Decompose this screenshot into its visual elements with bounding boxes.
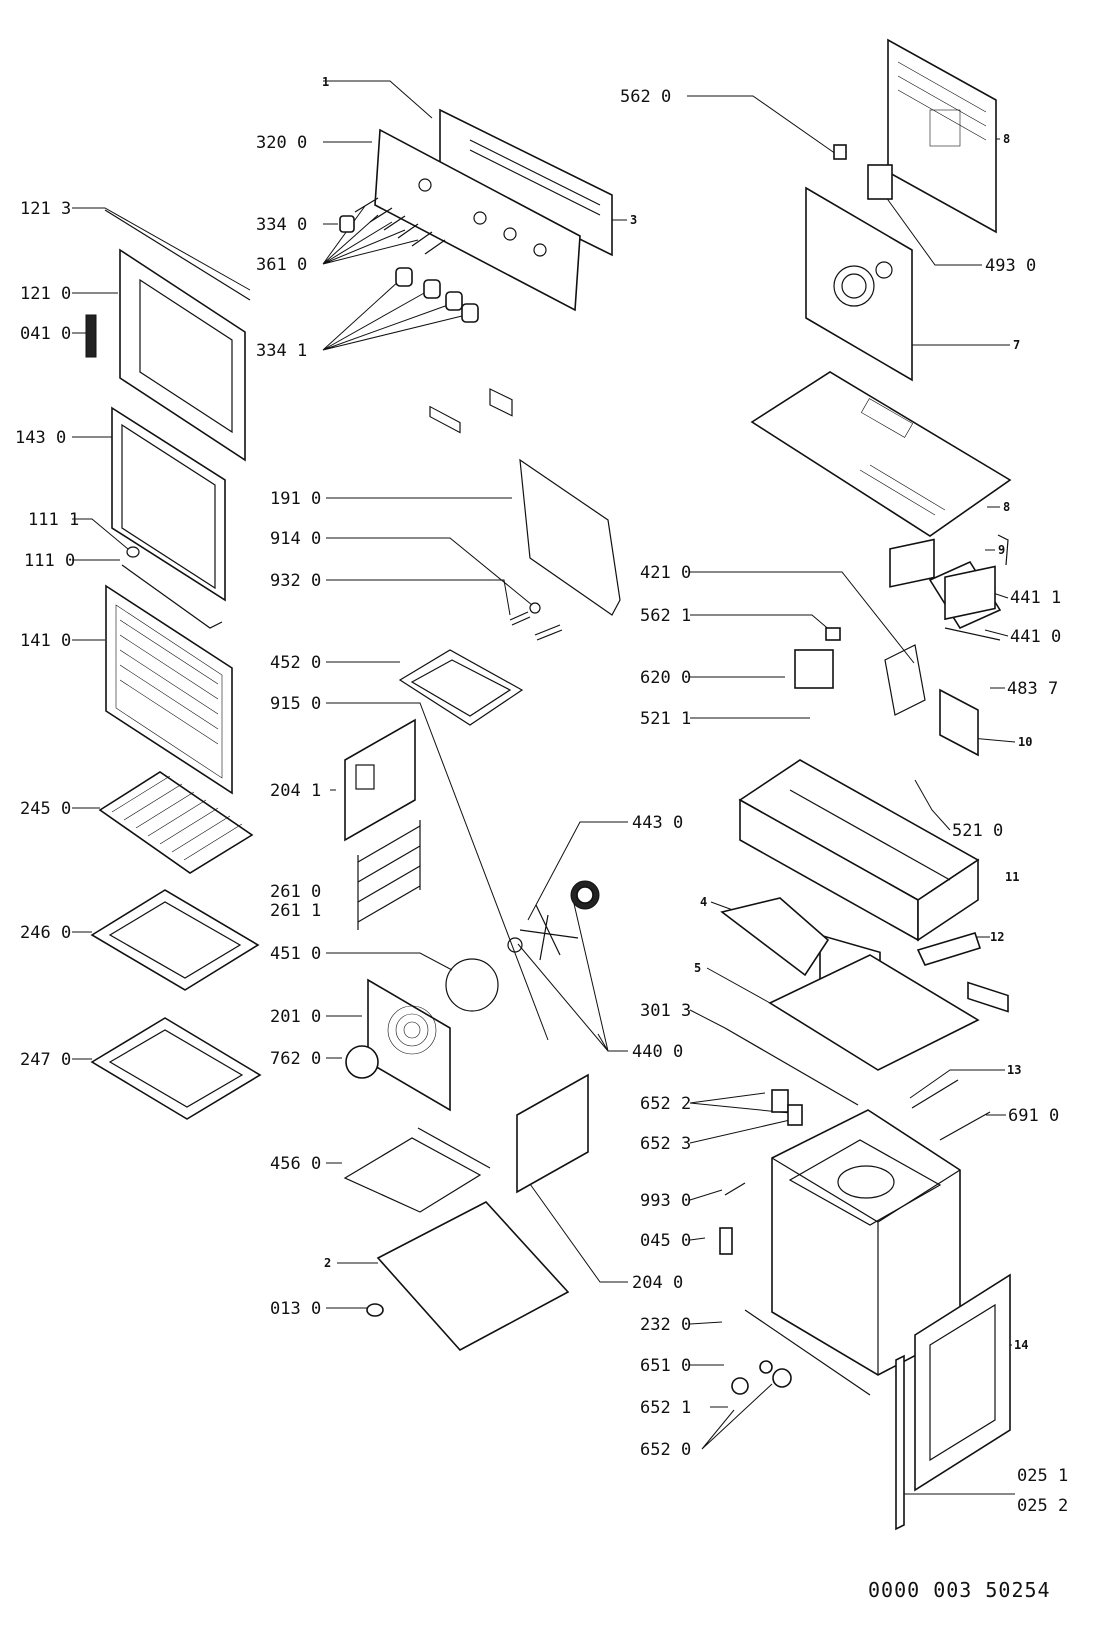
part-label: 201 0 xyxy=(270,1007,322,1027)
part-label: 111 0 xyxy=(24,551,76,571)
part-label: 121 3 xyxy=(20,199,72,219)
part-label: 191 0 xyxy=(270,489,322,509)
center-parts xyxy=(343,458,621,1352)
part-label: 652 2 xyxy=(640,1094,692,1114)
part-label: 651 0 xyxy=(640,1356,692,1376)
part-label: 13 xyxy=(1007,1063,1022,1077)
part-label: 493 0 xyxy=(985,256,1037,276)
part-label: 11 xyxy=(1005,870,1020,884)
part-label: 261 0 xyxy=(270,882,322,902)
part-label: 562 1 xyxy=(640,606,692,626)
part-label: 246 0 xyxy=(20,923,72,943)
part-label: 025 1 xyxy=(1017,1466,1069,1486)
part-label: 5 xyxy=(694,961,702,975)
part-label: 993 0 xyxy=(640,1191,692,1211)
part-label: 8 xyxy=(1003,500,1011,514)
part-label: 232 0 xyxy=(640,1315,692,1335)
part-label: 245 0 xyxy=(20,799,72,819)
part-label: 10 xyxy=(1018,735,1033,749)
part-label: 1 xyxy=(322,75,330,89)
part-label: 361 0 xyxy=(256,255,308,275)
part-label: 440 0 xyxy=(632,1042,684,1062)
part-label: 521 0 xyxy=(952,821,1004,841)
part-label: 204 0 xyxy=(632,1273,684,1293)
part-label: 12 xyxy=(990,930,1005,944)
part-label: 2 xyxy=(324,1256,332,1270)
part-label: 456 0 xyxy=(270,1154,322,1174)
part-label: 562 0 xyxy=(620,87,672,107)
part-label: 121 0 xyxy=(20,284,72,304)
part-label: 652 1 xyxy=(640,1398,692,1418)
part-label: 915 0 xyxy=(270,694,322,714)
part-label: 14 xyxy=(1014,1338,1029,1352)
part-label: 320 0 xyxy=(256,133,308,153)
part-label: 652 3 xyxy=(640,1134,692,1154)
part-label: 652 0 xyxy=(640,1440,692,1460)
right-parts xyxy=(719,38,1012,1531)
part-label: 334 0 xyxy=(256,215,308,235)
part-label: 691 0 xyxy=(1008,1106,1060,1126)
part-label: 521 1 xyxy=(640,709,692,729)
part-label: 483 7 xyxy=(1007,679,1059,699)
part-label: 441 0 xyxy=(1010,627,1062,647)
leader-lines xyxy=(72,80,1016,1495)
part-label: 9 xyxy=(998,543,1006,557)
part-label: 3 xyxy=(630,213,638,227)
part-label: 443 0 xyxy=(632,813,684,833)
part-label: 204 1 xyxy=(270,781,322,801)
part-label: 451 0 xyxy=(270,944,322,964)
part-label: 261 1 xyxy=(270,901,322,921)
part-label: 025 2 xyxy=(1017,1496,1069,1516)
part-label: 013 0 xyxy=(270,1299,322,1319)
part-label: 7 xyxy=(1013,338,1021,352)
part-label: 334 1 xyxy=(256,341,308,361)
control-panel-parts xyxy=(339,108,613,434)
part-label: 045 0 xyxy=(640,1231,692,1251)
part-label: 452 0 xyxy=(270,653,322,673)
part-label: 041 0 xyxy=(20,324,72,344)
part-label: 8 xyxy=(1003,132,1011,146)
part-label: 143 0 xyxy=(15,428,67,448)
part-label: 421 0 xyxy=(640,563,692,583)
part-label: 4 xyxy=(700,895,708,909)
part-label: 914 0 xyxy=(270,529,322,549)
part-label: 762 0 xyxy=(270,1049,322,1069)
part-label: 301 3 xyxy=(640,1001,692,1021)
part-label: 620 0 xyxy=(640,668,692,688)
document-number: 0000 003 50254 xyxy=(868,1578,1051,1602)
part-label: 247 0 xyxy=(20,1050,72,1070)
part-label: 141 0 xyxy=(20,631,72,651)
part-label: 932 0 xyxy=(270,571,322,591)
part-label: 111 1 xyxy=(28,510,80,530)
door-parts xyxy=(85,209,262,1120)
part-label: 441 1 xyxy=(1010,588,1062,608)
